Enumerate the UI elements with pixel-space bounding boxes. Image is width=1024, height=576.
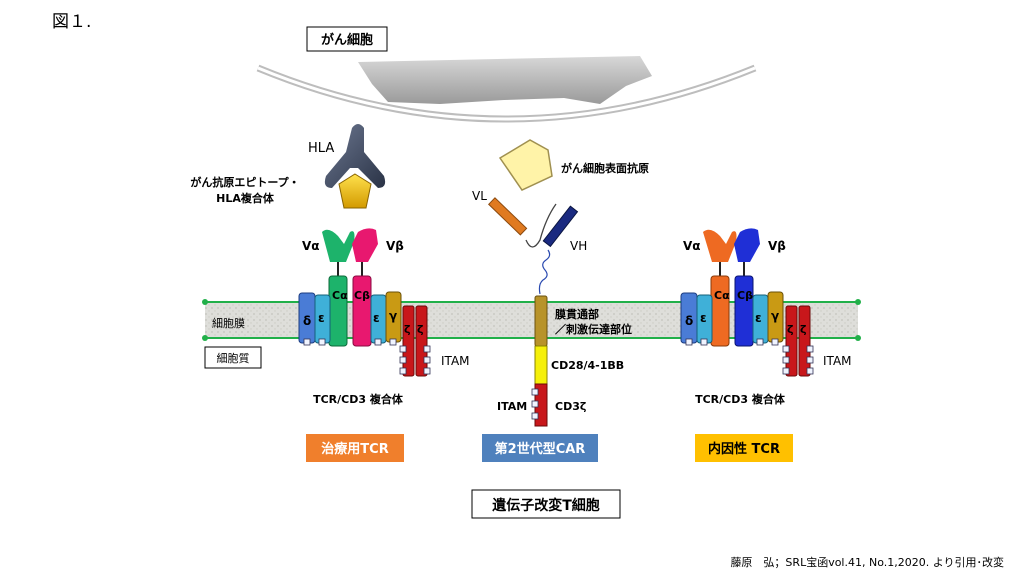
c-alpha-label-2: Cα xyxy=(714,289,730,302)
v-alpha-domain-2 xyxy=(703,229,737,262)
gamma-label-2: γ xyxy=(771,309,779,323)
antigen-shape xyxy=(498,139,553,191)
car-scfv: VL VH xyxy=(472,189,587,295)
v-alpha-label-2: Vα xyxy=(683,239,701,253)
category-labels: 治療用TCR 第2世代型CAR 内因性 TCR xyxy=(306,434,793,462)
itam-motifs-2 xyxy=(685,338,814,375)
cytoplasm-label: 細胞質 xyxy=(217,351,250,365)
zeta-label-4: ζ xyxy=(800,323,807,336)
costim-label: CD28/4-1BB xyxy=(551,359,624,372)
cancer-cell-label-box xyxy=(306,26,388,52)
tm-label-line1: 膜貫通部 xyxy=(555,307,599,321)
zeta-label-1: ζ xyxy=(404,323,411,336)
car-transmembrane xyxy=(534,295,548,347)
gamma-label: γ xyxy=(389,309,397,323)
therapeutic-tcr-box xyxy=(306,434,404,462)
c-alpha-chain-2 xyxy=(710,275,730,347)
epsilon-label-3: ε xyxy=(700,311,707,325)
v-beta-label-2: Vβ xyxy=(768,239,786,253)
hla-label: HLA xyxy=(308,141,334,156)
therapeutic-tcr-label: 治療用TCR xyxy=(321,441,388,457)
c-beta-label-2: Cβ xyxy=(737,289,753,302)
tcr-complex-therapeutic: Vα Vβ Cα Cβ δ ε ε γ ζ ζ ITAM TCR/CD3 複合体 xyxy=(298,228,470,406)
cancer-cell-label: がん細胞 xyxy=(321,32,373,48)
itam-label-2: ITAM xyxy=(823,354,852,368)
scfv-linker xyxy=(525,203,557,248)
membrane-label: 細胞膜 xyxy=(212,317,245,330)
itam-label-1: ITAM xyxy=(441,354,470,368)
car-itam-motifs xyxy=(531,388,539,420)
cd3-zeta-1 xyxy=(402,305,415,377)
epsilon-label-1: ε xyxy=(318,311,325,325)
v-beta-domain xyxy=(352,228,378,262)
epsilon-label-4: ε xyxy=(755,311,762,325)
delta-label-2: δ xyxy=(685,314,693,328)
epitope-label-line1: がん抗原エピトープ・ xyxy=(190,175,299,189)
hinge xyxy=(538,249,551,295)
epitope-pentagon xyxy=(338,173,372,209)
zeta-label-2: ζ xyxy=(417,323,424,336)
v-alpha-label: Vα xyxy=(302,239,320,253)
c-alpha-label: Cα xyxy=(332,289,348,302)
citation: 藤原 弘；SRL宝函vol.41, No.1,2020. より引用･改変 xyxy=(730,555,1004,569)
bottom-title-box xyxy=(471,489,621,519)
c-beta-label: Cβ xyxy=(354,289,370,302)
car-box xyxy=(482,434,598,462)
tm-label-line2: ／刺激伝達部位 xyxy=(555,322,632,336)
cancer-cell-nucleus xyxy=(358,56,652,104)
itam-label-car: ITAM xyxy=(497,400,527,413)
complex-label-2: TCR/CD3 複合体 xyxy=(695,392,786,406)
figure-label: 図１. xyxy=(52,12,91,32)
endogenous-tcr-label: 内因性 TCR xyxy=(708,441,780,457)
bottom-title: 遺伝子改変T細胞 xyxy=(492,497,600,514)
cd3-zeta-2 xyxy=(415,305,428,377)
complex-label-1: TCR/CD3 複合体 xyxy=(313,392,404,406)
v-beta-label: Vβ xyxy=(386,239,404,253)
vh-domain xyxy=(542,205,579,248)
c-beta-chain-2 xyxy=(734,275,754,347)
surface-antigen-label: がん細胞表面抗原 xyxy=(561,161,649,175)
surface-antigen: がん細胞表面抗原 xyxy=(498,139,649,191)
epitope-label-line2: HLA複合体 xyxy=(216,191,275,205)
vl-label: VL xyxy=(472,189,487,203)
tcr-complex-endogenous: Vα Vβ Cα Cβ δ ε ε γ ζ ζ ITAM TCR/CD3 複合体 xyxy=(680,228,852,406)
cytoplasm-label-box xyxy=(204,346,262,369)
itam-motifs-1 xyxy=(303,338,431,375)
zeta-label-3: ζ xyxy=(787,323,794,336)
vh-label: VH xyxy=(570,239,587,253)
cd3-zeta-4 xyxy=(798,305,811,377)
vl-domain xyxy=(487,197,528,236)
cd3z-label: CD3ζ xyxy=(555,400,586,413)
hla-complex: HLA がん抗原エピトープ・ HLA複合体 xyxy=(190,124,386,209)
v-alpha-domain xyxy=(322,229,355,262)
hla-molecule xyxy=(324,124,386,188)
endogenous-tcr-box xyxy=(695,434,793,462)
car-label: 第2世代型CAR xyxy=(495,441,586,457)
epsilon-label-2: ε xyxy=(373,311,380,325)
cancer-cell: がん細胞 xyxy=(256,26,757,123)
car-intracellular: 膜貫通部 ／刺激伝達部位 CD28/4-1BB ITAM CD3ζ xyxy=(497,295,632,427)
delta-label: δ xyxy=(303,314,311,328)
c-beta-chain xyxy=(352,275,372,347)
costim-domain xyxy=(534,345,548,385)
c-alpha-chain xyxy=(328,275,348,347)
v-beta-domain-2 xyxy=(734,228,760,262)
cd3-zeta-3 xyxy=(785,305,798,377)
